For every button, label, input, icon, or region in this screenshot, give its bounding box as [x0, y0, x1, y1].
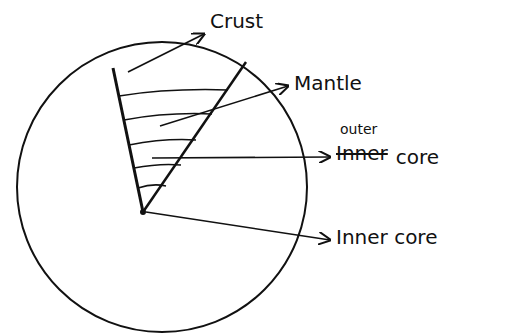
layer-arc: [134, 164, 181, 168]
correction-label: outer: [340, 122, 377, 137]
wedge-edge: [143, 62, 246, 212]
leader-arrow: [128, 34, 204, 72]
layer-label: Inner core: [336, 226, 437, 248]
layer-arc: [119, 90, 228, 96]
layer-label: core: [396, 146, 439, 168]
center-dot: [140, 209, 146, 215]
layer-arc: [129, 140, 196, 145]
struck-label: Inner: [336, 142, 388, 164]
leader-arrow: [146, 212, 330, 240]
layer-label: Crust: [210, 10, 263, 32]
wedge-edge: [113, 68, 143, 212]
leader-arrow: [152, 157, 330, 158]
earth-outline: [17, 42, 307, 332]
layer-label: Mantle: [294, 72, 362, 94]
layer-arc: [138, 185, 166, 188]
leader-arrow: [160, 86, 288, 126]
